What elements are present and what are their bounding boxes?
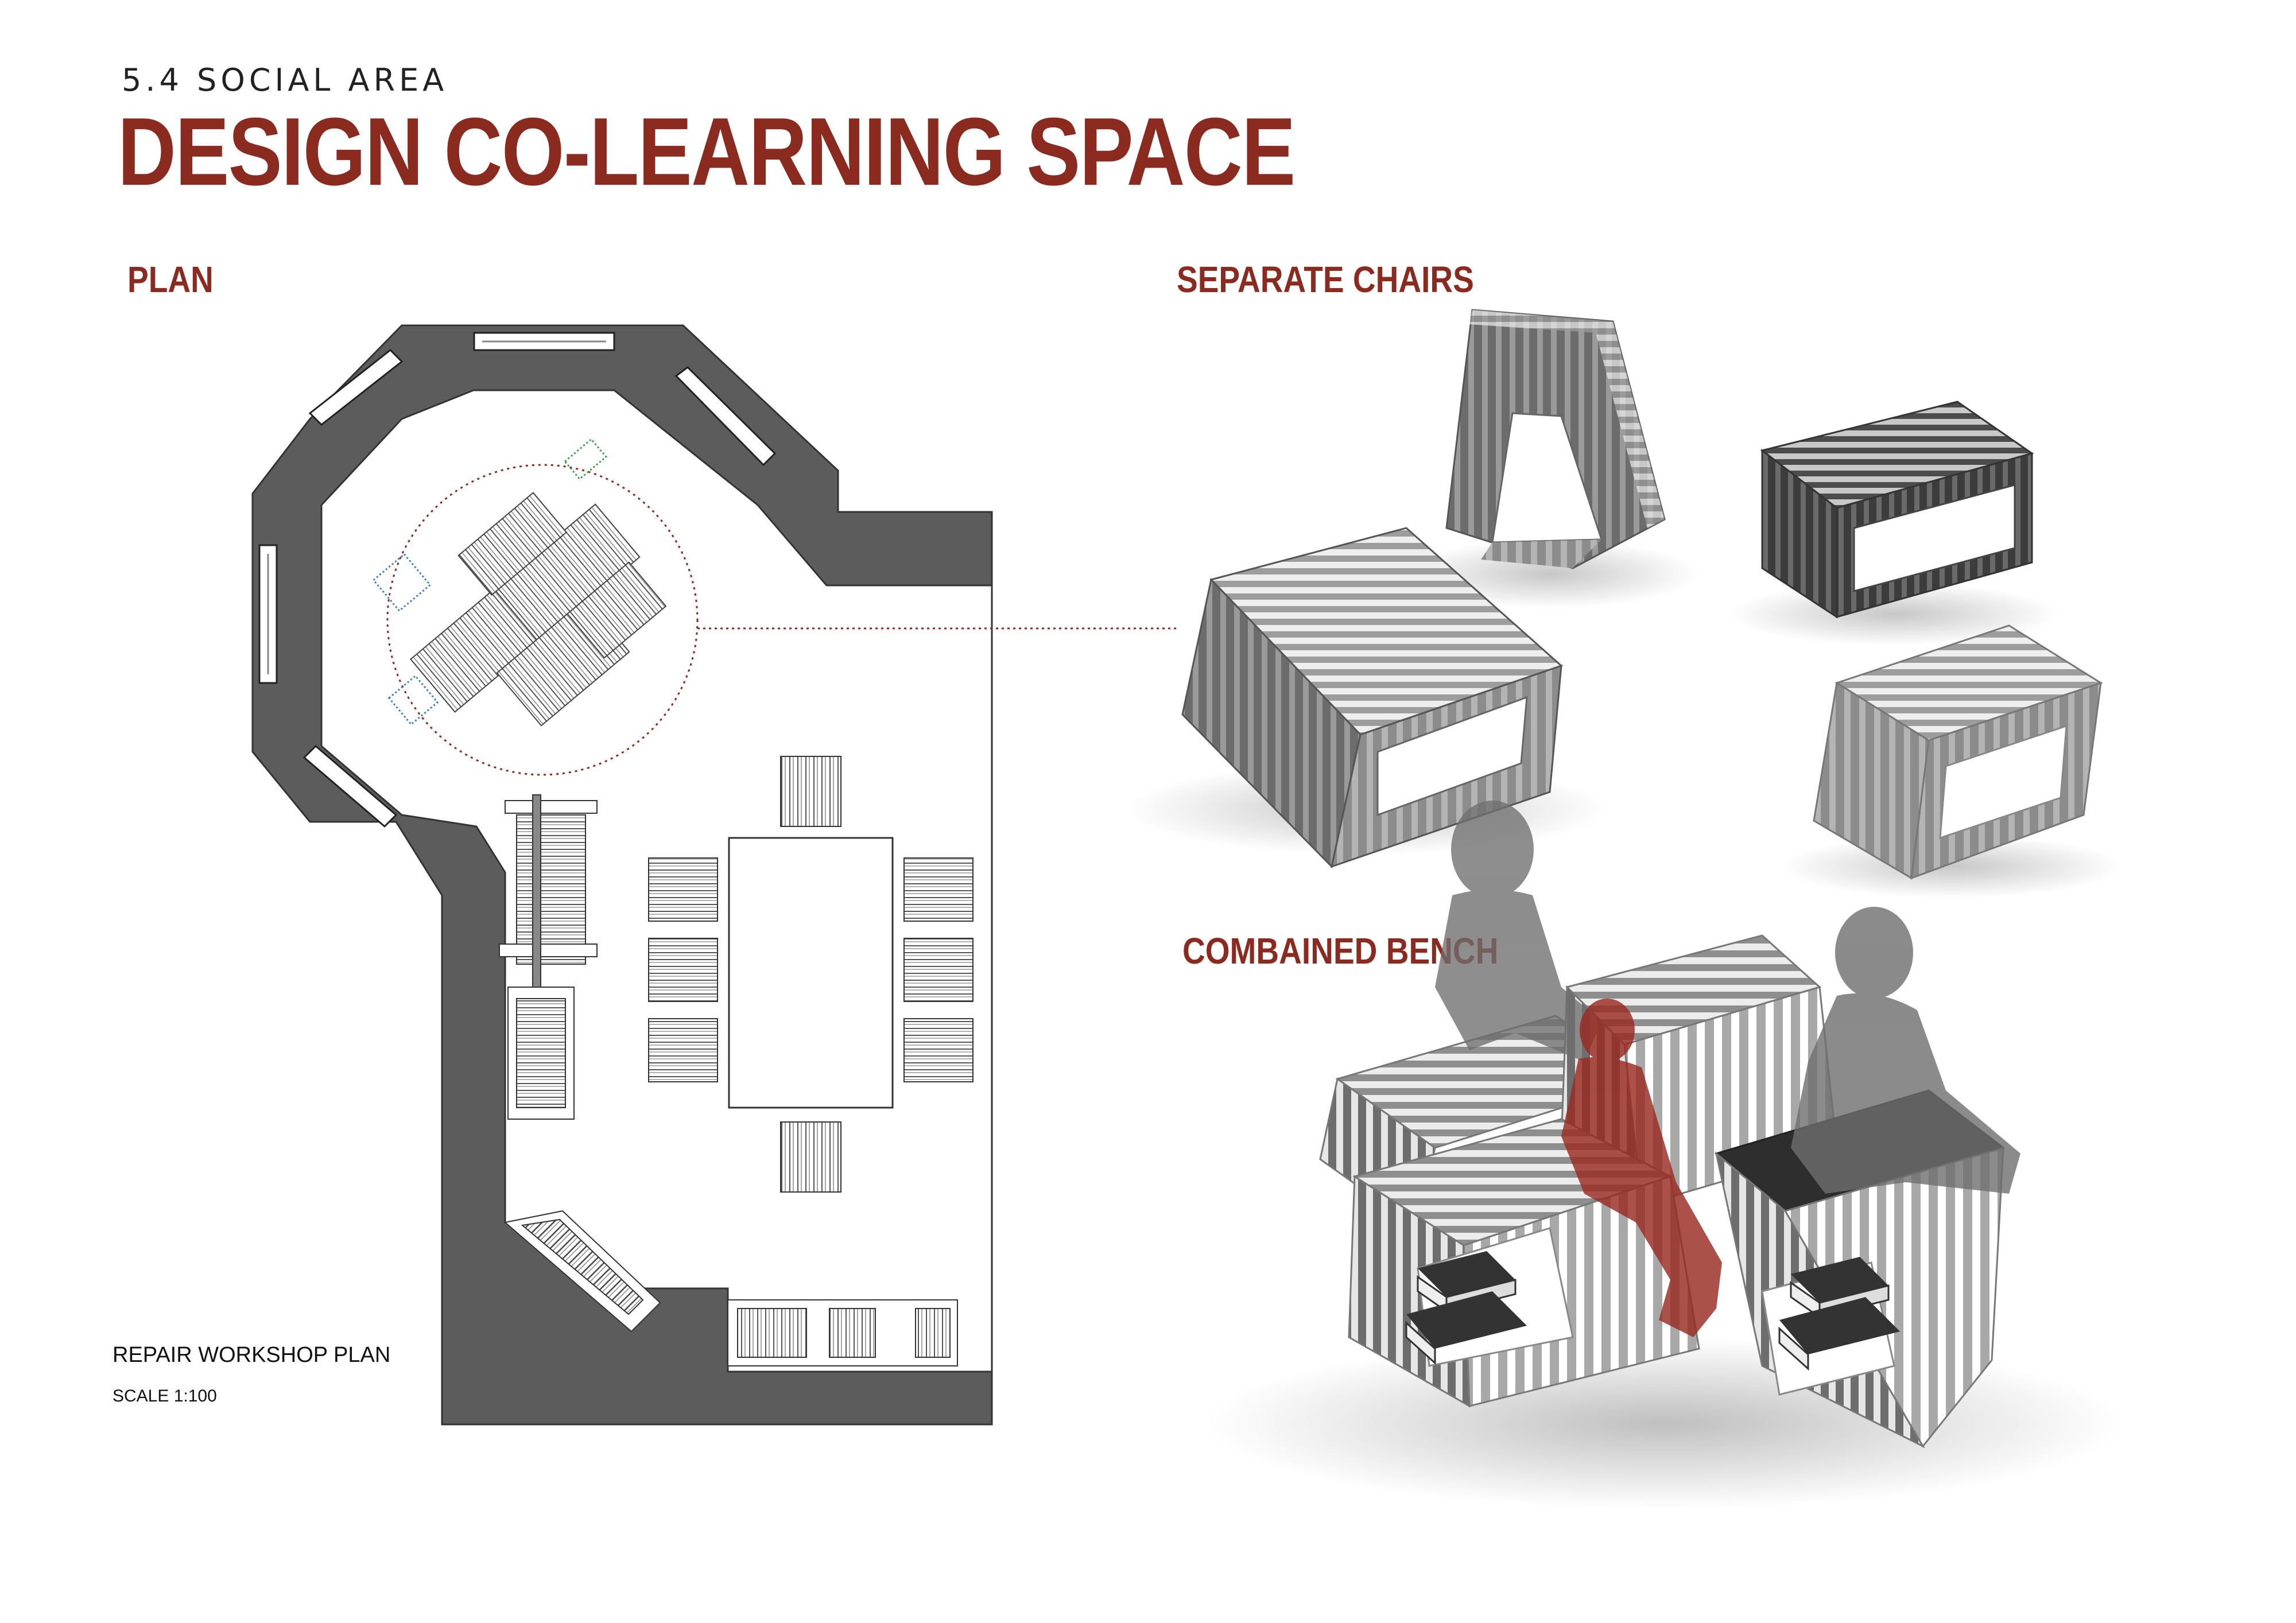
- co-learning-circle: [372, 438, 1177, 776]
- person-silhouette-left: [1435, 801, 1601, 1062]
- books-right: [1778, 1257, 1900, 1371]
- section-number: 5.4 SOCIAL AREA: [122, 62, 448, 98]
- chair-dark-box: [1728, 401, 2061, 646]
- central-table: [728, 837, 894, 1109]
- page-title: DESIGN CO-LEARNING SPACE: [118, 98, 1296, 205]
- table-chairs: [648, 756, 974, 1193]
- chair-small: [1779, 624, 2124, 898]
- stair-column: [499, 794, 598, 996]
- person-silhouette-highlight: [1561, 999, 1722, 1337]
- books-left: [1405, 1251, 1527, 1365]
- separate-chairs-heading: SEPARATE CHAIRS: [1177, 259, 1474, 300]
- plan-caption: REPAIR WORKSHOP PLAN: [113, 1343, 391, 1367]
- scale-caption: SCALE 1:100: [113, 1387, 217, 1405]
- left-bench: [503, 987, 661, 1333]
- chair-tall: [1401, 309, 1699, 608]
- bottom-bench: [727, 1299, 958, 1366]
- windows: [258, 332, 777, 828]
- person-silhouette-right: [1791, 907, 2020, 1194]
- plan-heading: PLAN: [127, 259, 214, 300]
